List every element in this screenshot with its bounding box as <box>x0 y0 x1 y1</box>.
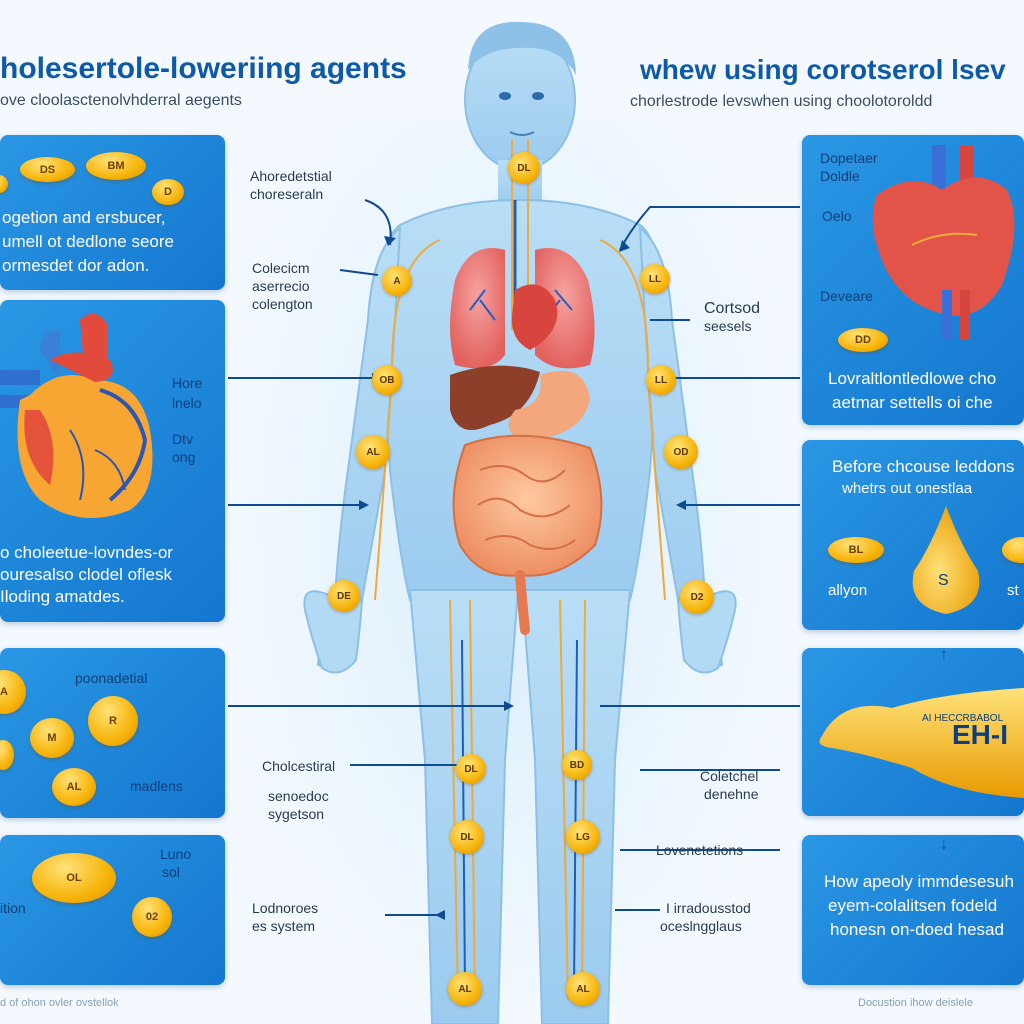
panel-label: Hore <box>172 375 203 391</box>
label-right-1: Cortsod <box>704 300 761 317</box>
node-marker: OD <box>664 435 698 469</box>
label-side-right: sol <box>162 864 180 880</box>
label-mid-right: denehne <box>704 786 759 802</box>
left-panel-2: Hore lnelo Dtv ong o choleetue-lovndes-o… <box>0 300 225 622</box>
panel-text: ouresalso clodel oflesk <box>0 565 172 584</box>
node-marker: LG <box>566 820 600 854</box>
left-panel-1: DS BM D ogetion and ersbucer, umell ot d… <box>0 135 225 290</box>
label-side-left: poonadetial <box>75 670 148 686</box>
panel-text: eyem-colalitsen fodeld <box>828 896 998 915</box>
pill-icon <box>1002 537 1024 563</box>
label-mid-left-2: sygetson <box>268 806 325 822</box>
panel-text: ormesdet dor adon. <box>2 256 150 275</box>
node-marker: AL <box>566 972 600 1006</box>
label-lower-right-2: I irradousstod <box>666 900 751 916</box>
panel-text: umell ot dedlone seore <box>2 232 175 251</box>
right-panel-4: How apeoly immdesesuh eyem-colalitsen fo… <box>802 835 1024 985</box>
up-arrow-icon: ↑ <box>940 646 948 663</box>
right-panel-1: Dopetaer Doldle Oelo Deveare DD Lovraltl… <box>802 135 1024 425</box>
label-lower-left: es system <box>252 918 316 934</box>
node-marker: DL <box>456 754 486 784</box>
label-top-left: Ahoredetstial <box>250 168 332 184</box>
node-marker: DE <box>328 580 360 612</box>
pill-icon <box>0 740 14 770</box>
panel-label: Doldle <box>820 168 860 184</box>
label-top-left: choreseraln <box>250 186 324 202</box>
panel-text: o choleetue-lovndes-or <box>0 543 173 562</box>
label-left-1: aserrecio <box>252 278 310 294</box>
title-right: whew using corotserol lsev <box>640 54 1006 85</box>
label-side-left: madlens <box>130 778 183 794</box>
subtitle-left: ove cloolasctenolvhderral aegents <box>0 92 242 109</box>
down-arrow-icon: ↓ <box>940 836 948 853</box>
panel-label: Oelo <box>822 208 852 224</box>
label-mid-left: Cholcestiral <box>262 758 336 774</box>
pill-icon: R <box>88 696 138 746</box>
panel-label: ong <box>172 449 196 465</box>
panel-text: aetmar settells oi che <box>832 393 993 412</box>
panel-label: Dtv <box>172 431 193 447</box>
node-marker: LL <box>640 264 670 294</box>
node-marker: BD <box>562 750 592 780</box>
label-left-1: Colecicm <box>252 260 310 276</box>
node-marker: A <box>382 266 412 296</box>
label-right-1: seesels <box>704 318 752 334</box>
panel-label: Deveare <box>820 288 873 304</box>
pill-icon: BL <box>828 537 884 563</box>
pill-icon: BM <box>86 152 146 180</box>
label-left-1: colengton <box>252 296 313 312</box>
node-marker: D2 <box>680 580 714 614</box>
panel-text: Iloding amatdes. <box>0 587 125 606</box>
title-left: holesertole-loweriing agents <box>0 52 407 85</box>
panel-text: honesn on-doed hesad <box>830 920 1004 939</box>
panel-label: st <box>1007 582 1019 599</box>
pill-icon: D <box>152 179 184 205</box>
capsule-small-text: AI HECCRBABOL <box>922 713 1004 724</box>
liver-icon <box>872 145 1015 340</box>
label-side-right: ition <box>0 900 26 916</box>
panel-label: allyon <box>828 582 868 599</box>
capsule-big-text: EH-I <box>952 719 1008 750</box>
pill-icon: OL <box>32 853 116 903</box>
drop-label: S <box>938 572 949 589</box>
pill-icon: M <box>30 718 74 758</box>
panel-text: Lovraltlontledlowe cho <box>828 369 997 388</box>
right-panel-3: AI HECCRBABOL EH-I <box>802 648 1024 816</box>
footer-right: Docustion ihow deislele <box>858 997 973 1009</box>
label-mid-right: Coletchel <box>700 768 759 784</box>
label-mid-left-2: senoedoc <box>268 788 329 804</box>
label-lower-left: Lodnoroes <box>252 900 319 916</box>
right-panel-2: Before chcouse leddons whetrs out onestl… <box>802 440 1024 630</box>
capsule-icon <box>819 688 1024 798</box>
node-marker: DL <box>450 820 484 854</box>
heart-icon <box>0 313 153 518</box>
node-marker: LL <box>646 365 676 395</box>
panel-text: whetrs out onestlaa <box>842 480 973 497</box>
label-lower-right-2: oceslngglaus <box>660 918 742 934</box>
node-marker: AL <box>448 972 482 1006</box>
panel-label: Dopetaer <box>820 150 878 166</box>
left-panel-3: A R M AL <box>0 648 225 818</box>
pill-icon: DD <box>838 328 888 352</box>
panel-text: ogetion and ersbucer, <box>2 208 166 227</box>
oil-drop-icon <box>912 506 980 614</box>
footer-left: d of ohon ovler ovstellok <box>0 997 119 1009</box>
pill-icon: AL <box>52 768 96 806</box>
subtitle-right: chorlestrode levswhen using choolotorold… <box>630 93 933 110</box>
panel-text: How apeoly immdesesuh <box>824 872 1014 891</box>
node-marker: DL <box>508 152 540 184</box>
left-panel-4: OL 02 <box>0 835 225 985</box>
pill-icon: A <box>0 670 26 714</box>
panel-label: lnelo <box>172 395 202 411</box>
label-lower-right: Lovenetetions <box>656 842 744 858</box>
label-side-right: Luno <box>160 846 192 862</box>
node-marker: OB <box>372 365 402 395</box>
pill-icon <box>0 175 8 193</box>
panel-text: Before chcouse leddons <box>832 457 1015 476</box>
node-marker: AL <box>356 435 390 469</box>
pill-icon: DS <box>20 157 75 182</box>
pill-icon: 02 <box>132 897 172 937</box>
